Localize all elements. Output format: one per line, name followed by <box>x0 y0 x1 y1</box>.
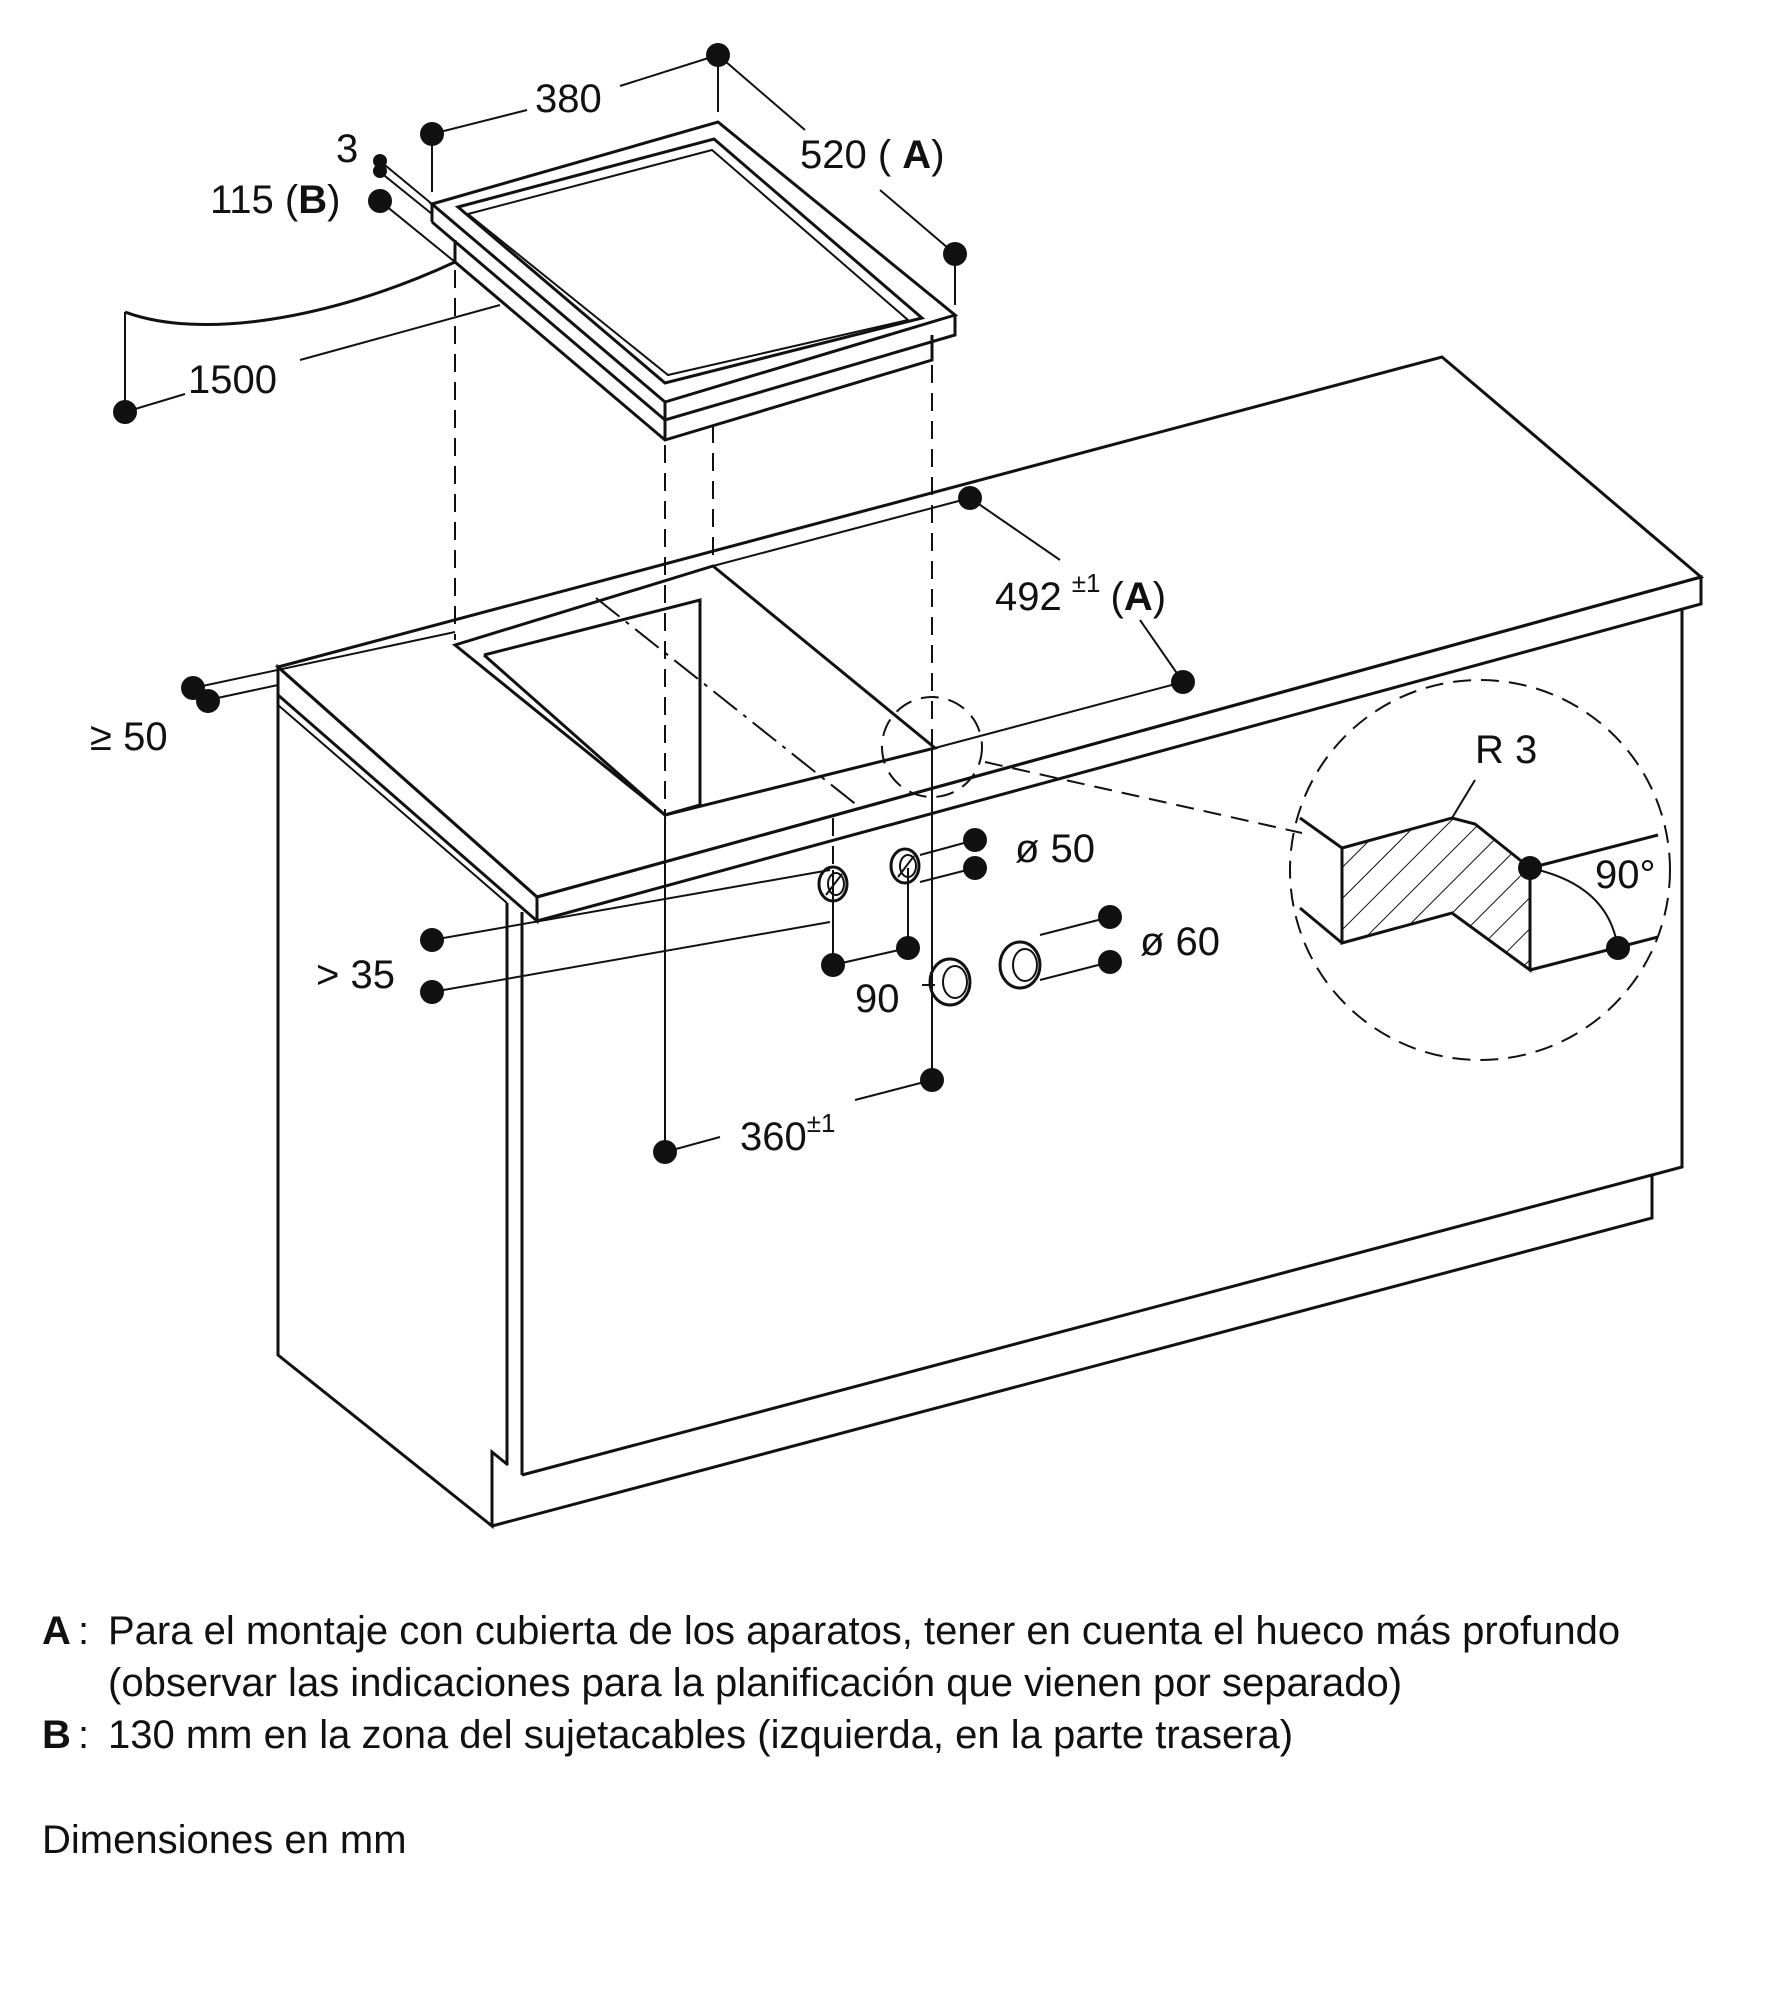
note-text: 130 mm en la zona del sujetacables (izqu… <box>108 1713 1294 1757</box>
hob-appliance <box>428 120 959 442</box>
label-360: 360±1 <box>740 1108 835 1159</box>
note-b: B : 130 mm en la zona del sujetacables (… <box>42 1709 1762 1761</box>
projection-lines <box>454 270 933 1155</box>
installation-diagram: 380 520 ( A) 3 115 (B) 1500 492±1(A) ≥ 5… <box>90 43 1705 1530</box>
note-key: B <box>42 1713 71 1757</box>
units-caption: Dimensiones en mm <box>42 1818 407 1862</box>
label-520: 520 ( A) <box>800 133 945 177</box>
note-text: Para el montaje con cubierta de los apar… <box>108 1609 1621 1705</box>
label-dia-60: ø 60 <box>1140 920 1220 964</box>
label-dia-50: ø 50 <box>1015 827 1095 871</box>
label-angle-90: 90° <box>1595 853 1656 897</box>
label-90: 90 <box>855 977 900 1021</box>
legend-notes: A : Para el montaje con cubierta de los … <box>42 1605 1762 1761</box>
counter-cabinet <box>274 355 1705 1530</box>
note-a: A : Para el montaje con cubierta de los … <box>42 1605 1762 1709</box>
worktop-cutout <box>451 564 939 817</box>
label-more-35: > 35 <box>316 953 395 997</box>
dimension-labels: 380 520 ( A) 3 115 (B) 1500 492±1(A) ≥ 5… <box>90 77 1656 1159</box>
hatched-section <box>1340 816 1532 973</box>
label-min-50: ≥ 50 <box>90 715 168 759</box>
label-492: 492±1(A) <box>995 568 1166 619</box>
note-key: A <box>42 1609 71 1653</box>
label-3: 3 <box>336 127 358 171</box>
connection-holes <box>817 847 1042 1007</box>
label-115: 115 (B) <box>210 178 340 222</box>
label-1500: 1500 <box>188 358 277 402</box>
dimension-lines <box>113 43 1195 1164</box>
detail-view <box>881 679 1671 1061</box>
power-cable <box>124 260 456 326</box>
label-r3: R 3 <box>1475 728 1537 772</box>
label-380: 380 <box>535 77 602 121</box>
